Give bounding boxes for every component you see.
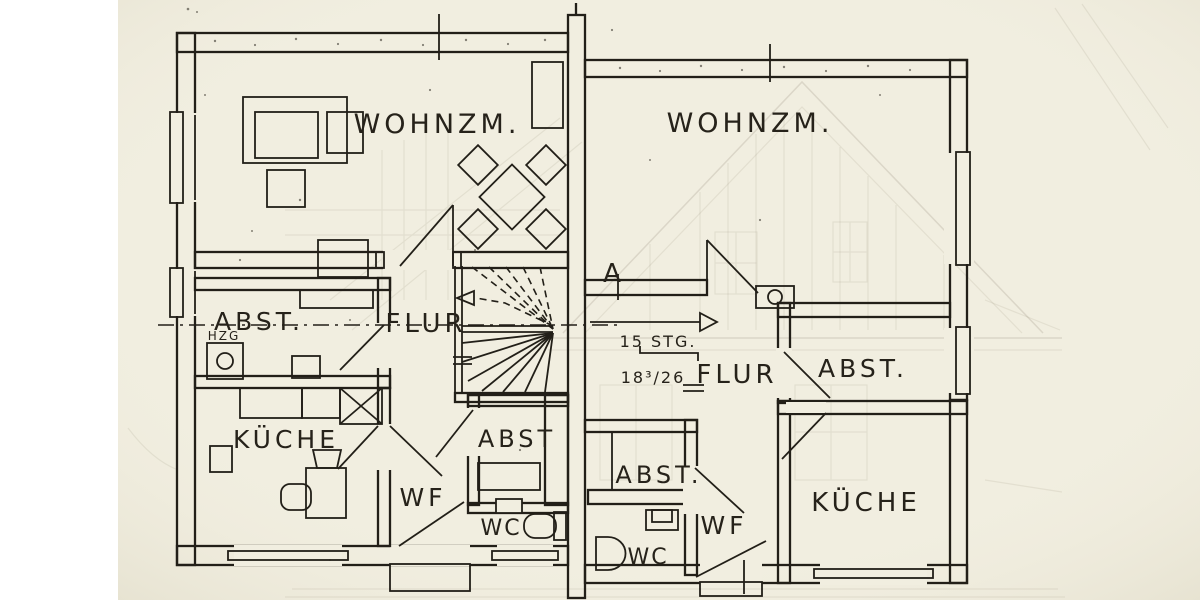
toilet-icon xyxy=(595,536,627,571)
window-opening xyxy=(497,545,553,566)
label-storage-small-right: ABST. xyxy=(615,461,702,489)
entry-door-opening xyxy=(390,545,470,566)
armchair-icon xyxy=(266,169,306,208)
door-swing xyxy=(694,467,745,514)
stair-down-arrow xyxy=(699,311,719,333)
label-hall-left: FLUR xyxy=(385,309,466,339)
stair-up-arrow xyxy=(454,289,475,307)
door-swing xyxy=(399,204,454,267)
sofa-icon xyxy=(254,111,319,159)
heater-flue-icon xyxy=(216,352,234,370)
label-hall-right: FLUR xyxy=(696,360,777,390)
wall-box-icon xyxy=(209,445,233,473)
sideboard-icon xyxy=(317,239,369,278)
toilet-icon xyxy=(523,513,557,539)
living-room-furniture xyxy=(242,61,568,278)
label-heater: HZG xyxy=(208,329,241,343)
chair-icon xyxy=(456,207,500,251)
armchair-icon xyxy=(326,111,364,154)
label-wc-right: WC xyxy=(627,545,668,570)
shaft-icon xyxy=(339,387,383,425)
door-swing xyxy=(435,409,474,458)
shelf-icon xyxy=(291,355,321,379)
door-opening xyxy=(786,402,826,413)
label-kitchen-left: KÜCHE xyxy=(233,425,339,454)
axis-ticks xyxy=(438,14,771,82)
door-swing xyxy=(389,425,443,477)
window-opening xyxy=(171,269,201,316)
right-unit xyxy=(583,58,974,597)
door-opening xyxy=(376,424,392,470)
door-swing xyxy=(706,239,759,294)
sink-icon xyxy=(311,449,343,469)
label-vestibule-left: WF xyxy=(399,483,446,512)
heater-icon xyxy=(206,342,244,380)
door-swing xyxy=(337,425,379,470)
door-swing xyxy=(339,324,385,371)
label-living-room-left: WOHNZM. xyxy=(354,109,521,140)
shaft-x-icon xyxy=(339,387,383,425)
left-unit-door-swings xyxy=(337,204,474,547)
chair-icon xyxy=(456,143,500,187)
sofa-icon xyxy=(242,96,348,164)
wc-fixtures-right xyxy=(595,509,679,571)
entry-door-swing xyxy=(398,501,465,547)
flue-circle-icon xyxy=(767,289,783,305)
dining-table-icon xyxy=(478,163,546,231)
door-opening xyxy=(376,323,392,368)
door-opening xyxy=(683,466,699,514)
stair-direction-annotation xyxy=(590,311,719,392)
entry-door-swing xyxy=(695,540,767,578)
sink-icon xyxy=(495,498,523,514)
party-wall xyxy=(566,3,587,600)
right-unit-door-swings xyxy=(694,239,831,578)
chair-icon xyxy=(524,207,568,251)
chair-icon xyxy=(280,483,312,511)
door-swing xyxy=(783,351,831,399)
label-storage-right: ABST. xyxy=(818,354,908,383)
room-labels: WOHNZM. WOHNZM. ABST. HZG FLUR KÜCHE ABS… xyxy=(208,108,921,570)
sink-basin-icon xyxy=(651,509,673,523)
shelf-icon xyxy=(477,462,541,491)
door-opening xyxy=(652,492,682,502)
window-opening xyxy=(944,153,974,264)
cabinet-icon xyxy=(531,61,564,129)
kitchen-fixtures xyxy=(209,387,383,519)
label-vestibule-right: WF xyxy=(700,511,747,540)
door-opening xyxy=(776,348,792,398)
label-living-room-right: WOHNZM. xyxy=(667,108,834,139)
section-marker-label: A xyxy=(603,259,621,289)
entry-porch xyxy=(389,563,471,592)
annotation-labels: A 15 STG. 18³/26 xyxy=(603,259,697,387)
cistern-icon xyxy=(553,511,567,541)
window-opening xyxy=(234,545,342,566)
label-kitchen-right: KÜCHE xyxy=(811,486,921,518)
staircase xyxy=(453,266,554,393)
entry-door-opening xyxy=(700,563,762,585)
label-storage-small-left: ABST xyxy=(478,425,556,453)
shelf-icon xyxy=(299,289,374,309)
flue-box xyxy=(755,285,795,309)
stair-count-label: 15 STG. xyxy=(620,332,697,351)
door-opening xyxy=(383,250,454,270)
label-storage-left: ABST. xyxy=(214,307,304,336)
left-unit xyxy=(169,31,570,592)
right-unit-windows xyxy=(699,151,971,597)
storage-room-fixtures xyxy=(206,289,374,380)
door-swing xyxy=(781,412,827,460)
door-opening xyxy=(466,408,481,456)
entry-porch xyxy=(699,581,763,597)
window-opening xyxy=(820,563,927,585)
stair-dimension-label: 18³/26 xyxy=(621,368,686,387)
label-wc-left: WC xyxy=(480,516,521,541)
chair-icon xyxy=(524,143,568,187)
window-opening xyxy=(171,113,201,202)
window-opening xyxy=(944,328,974,393)
wc-fixtures xyxy=(477,462,567,541)
wall-stipple xyxy=(186,7,912,561)
